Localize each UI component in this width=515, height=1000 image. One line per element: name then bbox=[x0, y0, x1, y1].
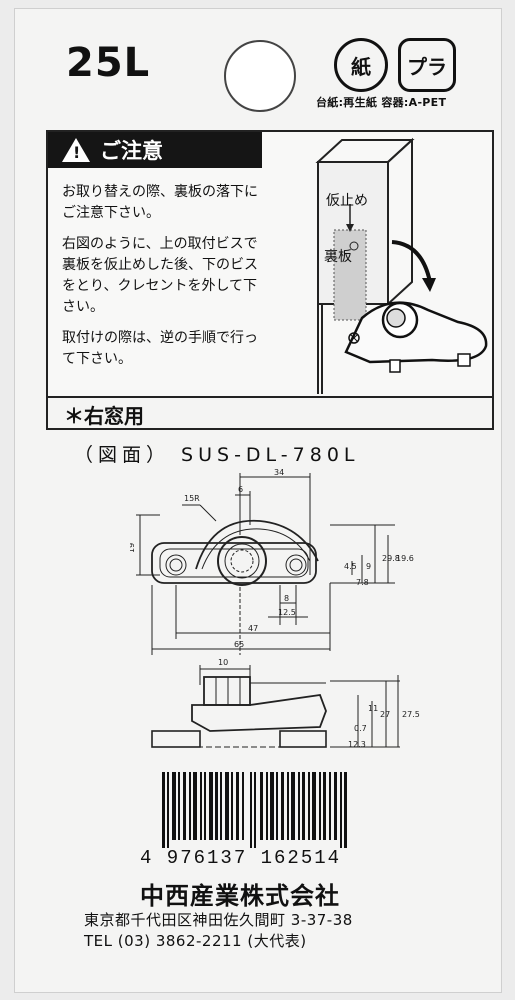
label-back-plate: 裏板 bbox=[324, 249, 352, 265]
dim-6: 6 bbox=[238, 485, 243, 494]
dim-15r: 15R bbox=[184, 494, 200, 503]
dim-12-5: 12.5 bbox=[278, 608, 296, 617]
notice-header: ! ご注意 bbox=[48, 132, 262, 168]
dim-34: 34 bbox=[274, 468, 284, 477]
barcode-number: 4 976137 162514 bbox=[140, 847, 342, 869]
dim-19-6: 19.6 bbox=[396, 554, 414, 563]
notice-title: ご注意 bbox=[100, 139, 163, 163]
dim-0-7: 0.7 bbox=[354, 724, 367, 733]
paper-recycle-label: 紙 bbox=[351, 54, 371, 79]
dim-12-3: 12.3 bbox=[348, 740, 366, 749]
company-tel: TEL (03) 3862-2211 (大代表) bbox=[84, 932, 307, 950]
notice-para-2: 右図のように、上の取付ビスで裏板を仮止めした後、下のビスをとり、クレセントを外し… bbox=[62, 236, 258, 315]
plastic-recycle-icon: プラ bbox=[398, 38, 456, 92]
dim-7-8: 7.8 bbox=[356, 578, 369, 587]
paper-recycle-icon: 紙 bbox=[334, 38, 388, 92]
dim-9: 9 bbox=[366, 562, 371, 571]
dim-11: 11 bbox=[368, 704, 378, 713]
notice-para-1: お取り替えの際、裏板の落下にご注意下さい。 bbox=[62, 184, 258, 221]
plastic-recycle-label: プラ bbox=[407, 54, 447, 79]
right-window-label: ＊右窓用 bbox=[46, 396, 494, 430]
installation-illustration bbox=[315, 137, 488, 394]
dim-29-8: 29.8 bbox=[382, 554, 400, 563]
dim-8: 8 bbox=[284, 594, 289, 603]
notice-para-3: 取付けの際は、逆の手順で行って下さい。 bbox=[62, 330, 258, 367]
notice-text: お取り替えの際、裏板の落下にご注意下さい。 右図のように、上の取付ビスで裏板を仮… bbox=[62, 182, 262, 380]
dim-27: 27 bbox=[380, 710, 390, 719]
technical-drawing: 34 6 15R 19 29.8 19.6 4.5 7.8 9 8 12.5 4… bbox=[130, 468, 420, 749]
dim-19: 19 bbox=[130, 543, 136, 553]
material-info: 台紙:再生紙 容器:A-PET bbox=[316, 96, 447, 109]
dim-10: 10 bbox=[218, 658, 228, 667]
barcode bbox=[162, 772, 347, 848]
dim-65: 65 bbox=[234, 640, 244, 649]
company-name: 中西産業株式会社 bbox=[140, 882, 340, 910]
dim-27-5: 27.5 bbox=[402, 710, 420, 719]
label-temp-stop: 仮止め bbox=[326, 193, 368, 209]
hang-hole bbox=[224, 40, 296, 112]
dim-4-5: 4.5 bbox=[344, 562, 357, 571]
drawing-title: （図面） SUS-DL-780L bbox=[74, 444, 360, 466]
warning-icon: ! bbox=[62, 138, 90, 162]
installation-diagram: 仮止め 裏板 bbox=[262, 132, 494, 396]
product-code: 25L bbox=[66, 40, 151, 86]
dim-47: 47 bbox=[248, 624, 258, 633]
notice-box: ! ご注意 お取り替えの際、裏板の落下にご注意下さい。 右図のように、上の取付ビ… bbox=[46, 130, 494, 398]
company-address: 東京都千代田区神田佐久間町 3-37-38 bbox=[84, 911, 353, 929]
